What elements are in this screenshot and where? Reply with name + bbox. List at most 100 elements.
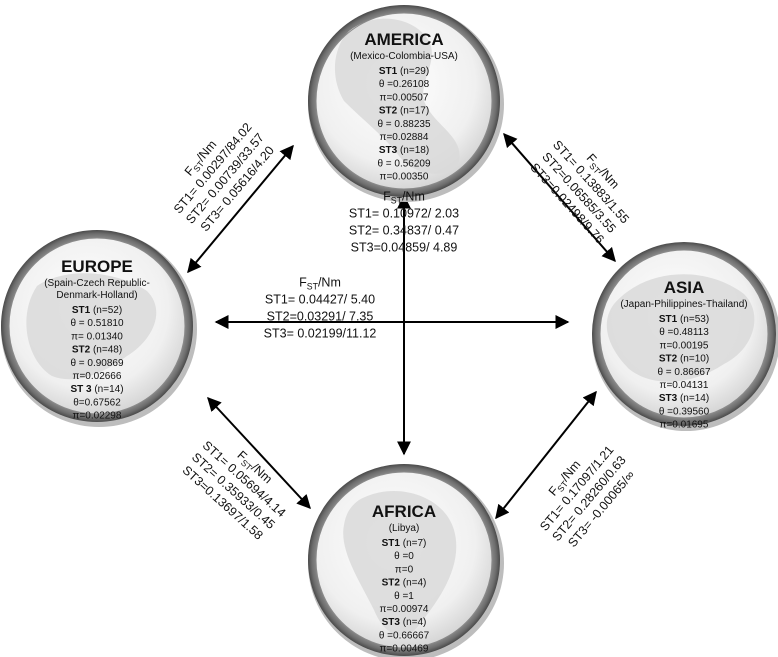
stat-line: π=0.00469 — [380, 644, 429, 655]
stat-group-header: ST3 (n=4) — [382, 617, 427, 628]
stat-line: π=0 — [395, 564, 414, 575]
stat-group-count: (n=29) — [397, 66, 429, 77]
fst-nm-value: ST2= 0.34837/ 0.47 — [349, 224, 459, 238]
stat-group-label: ST1 — [72, 305, 91, 316]
globe-inner-edge — [599, 249, 769, 419]
region-subtitle: (Mexico-Colombia-USA) — [350, 51, 458, 62]
stat-line: π=0.02666 — [73, 371, 122, 382]
stat-group-header: ST3 (n=14) — [659, 393, 709, 404]
continent-silhouette — [334, 18, 460, 174]
arrow-america-asia — [503, 132, 616, 263]
stat-group-header: ST3 (n=18) — [379, 145, 429, 156]
stat-group-label: ST 3 — [70, 384, 92, 395]
stat-line: π=0.00974 — [380, 604, 429, 615]
region-name: ASIA — [664, 278, 705, 297]
stat-line: π=0.04131 — [660, 380, 709, 391]
stat-line: θ =1 — [394, 591, 414, 602]
stat-group-header: ST2 (n=48) — [72, 345, 122, 356]
stat-line: π=0.02884 — [380, 132, 429, 143]
stat-line: θ =0.26108 — [379, 79, 430, 90]
stat-group-header: ST1 (n=29) — [379, 66, 429, 77]
stat-group-label: ST2 — [379, 106, 398, 117]
stat-group-header: ST2 (n=4) — [382, 578, 427, 589]
arrow-america-europe — [187, 144, 294, 274]
fst-nm-value: ST1= 0.10972/ 2.03 — [349, 207, 459, 221]
stat-group-header: ST1 (n=52) — [72, 305, 122, 316]
fst-nm-heading: FST/Nm — [383, 190, 425, 206]
stat-group-label: ST1 — [382, 538, 401, 549]
arrow-europe-africa — [207, 396, 311, 510]
stat-line: π=0.01695 — [660, 420, 709, 431]
globe-asia: ASIA (Japan-Philippines-Thailand) ST1 (n=5… — [592, 242, 778, 431]
fst-nm-value: ST3=0.04859/ 4.89 — [351, 241, 458, 255]
region-subtitle: Denmark-Holland) — [56, 290, 137, 301]
stat-group-header: ST2 (n=10) — [659, 354, 709, 365]
stat-group-label: ST2 — [382, 578, 401, 589]
arrow-africa-asia — [495, 390, 597, 520]
stat-line: π=0.00195 — [660, 340, 709, 351]
stat-group-count: (n=4) — [400, 617, 426, 628]
stat-line: π= 0.01340 — [71, 331, 123, 342]
stat-group-header: ST1 (n=7) — [382, 538, 427, 549]
stat-line: θ = 0.51810 — [70, 318, 124, 329]
globe-inner-edge — [315, 12, 493, 190]
stat-group-count: (n=18) — [397, 145, 429, 156]
stat-group-count: (n=7) — [400, 538, 426, 549]
stat-group-count: (n=17) — [397, 106, 429, 117]
stat-line: θ =0.39560 — [659, 406, 710, 417]
stat-line: θ=0.67562 — [73, 397, 121, 408]
region-name: AMERICA — [364, 30, 443, 49]
stat-line: θ = 0.88235 — [377, 119, 431, 130]
stat-group-label: ST3 — [379, 145, 398, 156]
globe-inner-edge — [315, 471, 493, 649]
stat-line: π=0.00350 — [380, 172, 429, 183]
stat-line: θ = 0.90869 — [70, 358, 124, 369]
globe-inner-edge — [8, 237, 186, 415]
continent-silhouette — [343, 491, 457, 636]
stat-line: θ =0.66667 — [379, 630, 430, 641]
globes: AMERICA (Mexico-Colombia-USA) ST1 (n=29) θ … — [1, 5, 778, 657]
arrows — [187, 132, 616, 520]
stat-group-header: ST 3 (n=14) — [70, 384, 123, 395]
stat-group-header: ST1 (n=53) — [659, 314, 709, 325]
stat-line: θ = 0.56209 — [377, 158, 431, 169]
globe-america: AMERICA (Mexico-Colombia-USA) ST1 (n=29) θ … — [308, 5, 504, 202]
stat-group-count: (n=4) — [400, 578, 426, 589]
globe-europe: EUROPE (Spain-Czech Republic-Denmark-Holl… — [1, 230, 197, 427]
region-name: EUROPE — [61, 257, 133, 276]
region-subtitle: (Japan-Philippines-Thailand) — [620, 299, 747, 310]
fst-nm-value: ST1= 0.04427/ 5.40 — [265, 293, 375, 307]
fst-nm-heading: FST/Nm — [299, 276, 341, 292]
continent-silhouette — [606, 274, 755, 382]
fst-nm-value: ST2=0.03291/ 7.35 — [267, 310, 374, 324]
stat-line: π=0.02298 — [73, 411, 122, 422]
stat-line: θ = 0.86667 — [657, 367, 711, 378]
continent-silhouette — [26, 273, 157, 380]
stat-line: π=0.00507 — [380, 92, 429, 103]
fst-nm-value: ST3= 0.02199/11.12 — [264, 327, 377, 341]
stat-group-count: (n=14) — [92, 384, 124, 395]
region-name: AFRICA — [372, 502, 436, 521]
stat-group-label: ST2 — [72, 345, 91, 356]
stat-group-count: (n=52) — [90, 305, 122, 316]
region-subtitle: (Libya) — [389, 523, 420, 534]
stat-group-header: ST2 (n=17) — [379, 106, 429, 117]
stat-group-count: (n=48) — [90, 345, 122, 356]
stat-line: θ =0.48113 — [659, 327, 709, 338]
region-subtitle: (Spain-Czech Republic- — [44, 278, 150, 289]
stat-line: θ =0 — [394, 551, 414, 562]
stat-group-label: ST3 — [659, 393, 678, 404]
stat-group-label: ST3 — [382, 617, 401, 628]
stat-group-label: ST2 — [659, 354, 678, 365]
stat-group-count: (n=53) — [677, 314, 709, 325]
stat-group-label: ST1 — [659, 314, 678, 325]
stat-group-label: ST1 — [379, 66, 398, 77]
stat-group-count: (n=14) — [677, 393, 709, 404]
